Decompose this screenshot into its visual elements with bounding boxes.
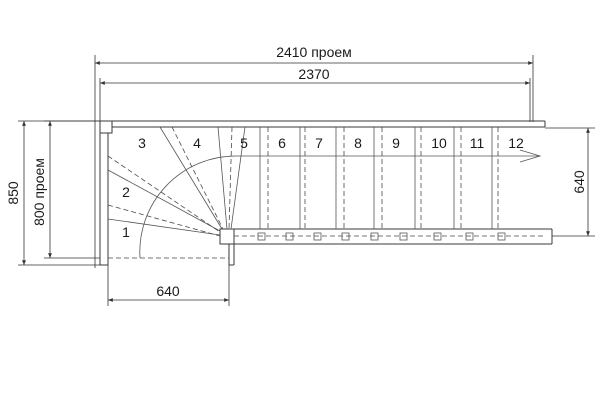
right-flight-label: 640 [571, 170, 587, 194]
step-number-7: 7 [315, 135, 323, 151]
step-number-1: 1 [122, 224, 130, 240]
step-number-12: 12 [508, 135, 524, 151]
staircase-outline [99, 120, 553, 266]
step-number-8: 8 [354, 135, 362, 151]
dimension-bottom-flight: 640 [107, 262, 230, 306]
step-number-9: 9 [392, 135, 400, 151]
step-number-11: 11 [470, 135, 485, 151]
bottom-flight-label: 640 [156, 283, 180, 299]
dimension-total-height: 850 [5, 120, 112, 266]
dimension-opening-width: 2410 проем [94, 44, 534, 268]
opening-width-label: 2410 проем [276, 44, 352, 60]
step-number-3: 3 [138, 135, 146, 151]
step-number-5: 5 [240, 135, 248, 151]
dimension-right-flight: 640 [545, 127, 595, 237]
step-numbers: 1 2 3 4 5 6 7 8 9 10 11 12 [122, 135, 524, 240]
total-height-label: 850 [5, 181, 21, 205]
dimension-opening-height: 800 проем [31, 120, 100, 259]
step-number-2: 2 [122, 184, 130, 200]
dimension-stair-width: 2370 [99, 66, 531, 122]
step-number-4: 4 [193, 135, 201, 151]
straight-steps [236, 127, 542, 229]
step-number-10: 10 [431, 135, 447, 151]
opening-height-label: 800 проем [31, 158, 47, 226]
stair-width-label: 2370 [298, 66, 329, 82]
winder-steps [107, 126, 246, 259]
step-number-6: 6 [278, 135, 286, 151]
